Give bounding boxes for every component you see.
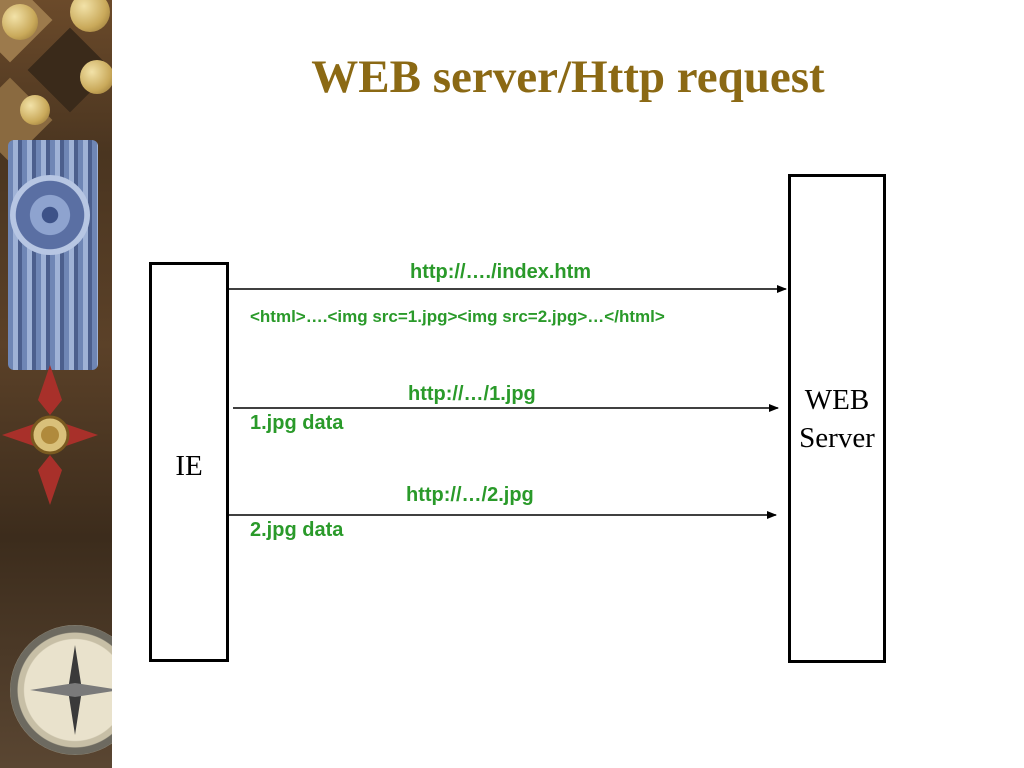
coin-image [2, 4, 38, 40]
medal-cross-image [2, 365, 98, 505]
client-box: IE [149, 262, 229, 662]
compass-image [10, 625, 112, 755]
response-label-2jpg: 2.jpg data [250, 519, 344, 541]
rosette-image [10, 175, 90, 255]
request-label-1jpg: http://…/1.jpg [408, 383, 536, 405]
response-label-index: <html>….<img src=1.jpg><img src=2.jpg>…<… [250, 307, 665, 326]
decorative-photo-strip [0, 0, 112, 768]
response-label-1jpg: 1.jpg data [250, 412, 344, 434]
slide-title: WEB server/Http request [311, 51, 825, 103]
server-label: WEB Server [791, 381, 883, 457]
coin-image [80, 60, 112, 94]
server-box: WEB Server [788, 174, 886, 663]
coin-image [70, 0, 110, 32]
server-label-line1: WEB [804, 384, 870, 416]
client-label: IE [175, 450, 203, 482]
server-label-line2: Server [799, 422, 875, 454]
request-label-2jpg: http://…/2.jpg [406, 484, 534, 506]
request-label-index: http://…./index.htm [410, 261, 592, 283]
coin-image [20, 95, 50, 125]
